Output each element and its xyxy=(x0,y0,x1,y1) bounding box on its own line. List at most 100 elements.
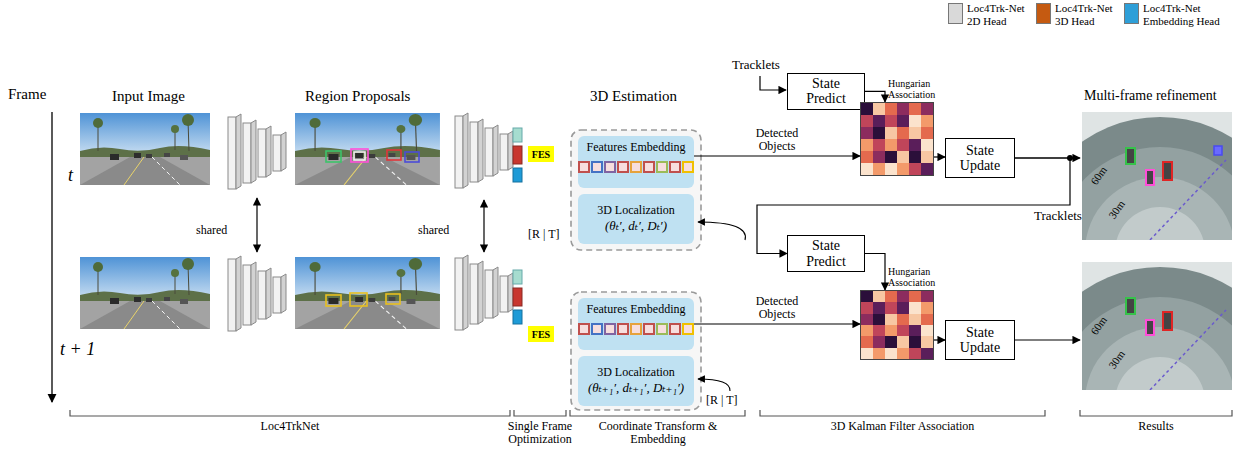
heatmap-cell xyxy=(909,302,921,313)
heatmap-cell xyxy=(897,139,909,151)
heatmap-cell xyxy=(921,163,933,175)
localization-box: 3D Localization(θₜ′, dₜ′, Dₜ′) xyxy=(578,194,694,244)
feature-square xyxy=(604,323,616,335)
label-slot: 60m xyxy=(1088,314,1109,337)
legend-swatch xyxy=(948,3,963,24)
feature-square xyxy=(656,161,668,173)
heatmap-cell xyxy=(873,127,885,139)
feature-square xyxy=(617,161,629,173)
label-slot: [R | T] xyxy=(528,228,560,241)
heatmap-cell xyxy=(861,127,873,139)
caption-label: shared xyxy=(418,224,449,237)
section-label: Results xyxy=(1080,420,1232,433)
legend-swatch xyxy=(1036,3,1051,24)
label-slot: Region Proposals xyxy=(305,88,410,105)
legend-swatch xyxy=(1124,3,1139,24)
heatmap-cell xyxy=(873,291,885,302)
connector xyxy=(865,254,885,291)
association-matrix: Hungarian Association xyxy=(860,102,934,176)
heatmap-cell xyxy=(921,291,933,302)
caption-label: Tracklets xyxy=(732,58,780,72)
box-text: (θₜ₊₁′, dₜ₊₁′, Dₜ₊₁′) xyxy=(588,380,684,396)
feature-square xyxy=(604,161,616,173)
feature-square xyxy=(578,161,590,173)
caption-label: shared xyxy=(196,224,227,237)
heatmap-cell xyxy=(897,127,909,139)
section-label: Single Frame Optimization xyxy=(500,420,580,446)
box-text: Features Embedding xyxy=(587,302,686,317)
caption-label: t + 1 xyxy=(60,340,95,360)
heatmap-cell xyxy=(909,103,921,115)
heatmap-cell xyxy=(897,115,909,127)
heatmap-cell xyxy=(897,325,909,336)
heatmap-cell xyxy=(861,291,873,302)
heatmap-cell xyxy=(897,348,909,359)
heatmap-cell xyxy=(909,325,921,336)
heatmap-cell xyxy=(885,139,897,151)
heatmap-cell xyxy=(921,325,933,336)
heatmap-cell xyxy=(921,302,933,313)
heatmap-cell xyxy=(909,291,921,302)
process-box: State Predict xyxy=(787,73,865,110)
fes-tag: FES xyxy=(528,326,554,342)
localization-box: 3D Localization(θₜ₊₁′, dₜ₊₁′, Dₜ₊₁′) xyxy=(578,356,694,406)
heatmap-cell xyxy=(885,348,897,359)
edge-label: Detected Objects xyxy=(742,295,812,321)
feature-square xyxy=(591,161,603,173)
heatmap-cell xyxy=(909,115,921,127)
heatmap-cell xyxy=(921,103,933,115)
range-label: 30m xyxy=(1106,348,1127,371)
range-label: 60m xyxy=(1088,164,1109,187)
heatmap-cell xyxy=(861,336,873,347)
feature-square xyxy=(578,323,590,335)
label-slot: Loc4TrkNet xyxy=(70,420,510,433)
heatmap-cell xyxy=(921,336,933,347)
heatmap-cell xyxy=(861,139,873,151)
label-slot: [R | T] xyxy=(706,394,738,407)
edge-label: Tracklets xyxy=(1034,209,1082,223)
label-slot: shared xyxy=(418,224,449,237)
label-slot: Coordinate Transform & Embedding xyxy=(582,420,734,446)
label-slot: t xyxy=(68,166,73,186)
heatmap-cell xyxy=(897,151,909,163)
label-slot: Tracklets xyxy=(1034,209,1082,223)
caption-label: [R | T] xyxy=(706,394,738,407)
box-text: State Update xyxy=(949,325,1011,356)
connector xyxy=(694,155,860,156)
heatmap-cell xyxy=(921,314,933,325)
heatmap-cell xyxy=(873,151,885,163)
label-slot: Frame xyxy=(8,86,46,103)
label-slot: 3D Kalman Filter Association xyxy=(770,420,1035,433)
heatmap-cell xyxy=(873,302,885,313)
label-slot: Tracklets xyxy=(732,58,780,72)
connector xyxy=(934,339,945,340)
box-text: 3D Localization xyxy=(597,203,675,218)
heatmap-cell xyxy=(861,163,873,175)
label-slot: t + 1 xyxy=(60,340,95,360)
heatmap-cell xyxy=(861,115,873,127)
feature-square xyxy=(617,323,629,335)
label-slot: 30m xyxy=(1106,198,1127,221)
heatmap-cell xyxy=(861,302,873,313)
feature-square xyxy=(682,161,694,173)
box-text: State Predict xyxy=(791,76,861,107)
label-slot: Single Frame Optimization xyxy=(500,420,580,446)
heatmap-grid xyxy=(860,102,934,176)
range-label: 60m xyxy=(1088,314,1109,337)
heatmap-cell xyxy=(909,163,921,175)
heatmap-cell xyxy=(873,115,885,127)
feature-square xyxy=(669,323,681,335)
label-slot: Loc4Trk-Net 3D Head xyxy=(1055,2,1119,27)
feature-strip xyxy=(578,161,694,173)
label-slot: shared xyxy=(196,224,227,237)
box-text: State Update xyxy=(949,143,1011,174)
edge-label: Detected Objects xyxy=(742,127,812,153)
label-slot: Multi-frame refinement xyxy=(1084,88,1217,103)
connector xyxy=(694,323,860,324)
caption-label: [R | T] xyxy=(528,228,560,241)
feature-square xyxy=(591,323,603,335)
heatmap-cell xyxy=(909,314,921,325)
heatmap-cell xyxy=(873,336,885,347)
heatmap-cell xyxy=(873,314,885,325)
